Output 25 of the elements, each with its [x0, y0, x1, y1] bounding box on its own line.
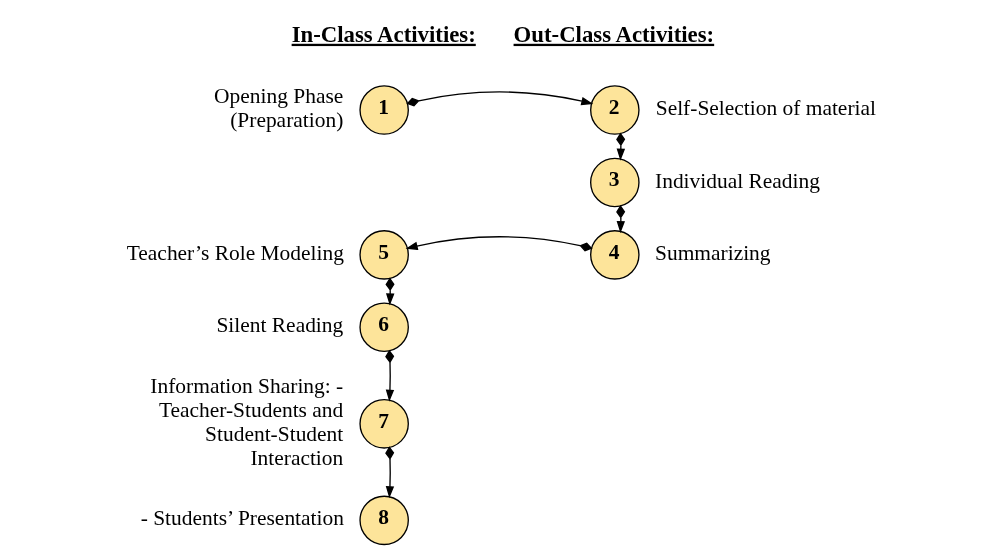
- arrow: [616, 205, 626, 234]
- node-circle: 8: [359, 495, 409, 546]
- node-label: Individual Reading: [655, 168, 820, 193]
- arrow: [385, 277, 395, 306]
- node-circle: 1: [359, 85, 409, 135]
- node-label: Information Sharing: - Teacher-Students and Student-Student Interaction: [150, 373, 344, 471]
- arrow: [616, 132, 626, 161]
- label: In-Class Activities:: [291, 21, 476, 47]
- node-label: Silent Reading: [216, 313, 344, 338]
- node-circle: 2: [590, 85, 640, 135]
- node-circle: 5: [359, 230, 409, 280]
- arrow: [385, 349, 395, 402]
- node-label: - Students’ Presentation: [140, 506, 344, 531]
- label: Out-Class Activities:: [513, 21, 715, 47]
- node-label: Opening Phase (Preparation): [214, 84, 344, 133]
- node-circle: 4: [590, 230, 640, 280]
- arrow: [385, 446, 395, 499]
- node-circle: 3: [590, 157, 640, 208]
- node-label: Teacher’s Role Modeling: [126, 240, 344, 265]
- arrow: [406, 91, 594, 107]
- node-label: Self-Selection of material: [655, 96, 876, 121]
- arrow: [405, 236, 593, 252]
- node-circle: 6: [359, 302, 409, 353]
- node-circle: 7: [359, 399, 409, 449]
- node-label: Summarizing: [655, 240, 771, 265]
